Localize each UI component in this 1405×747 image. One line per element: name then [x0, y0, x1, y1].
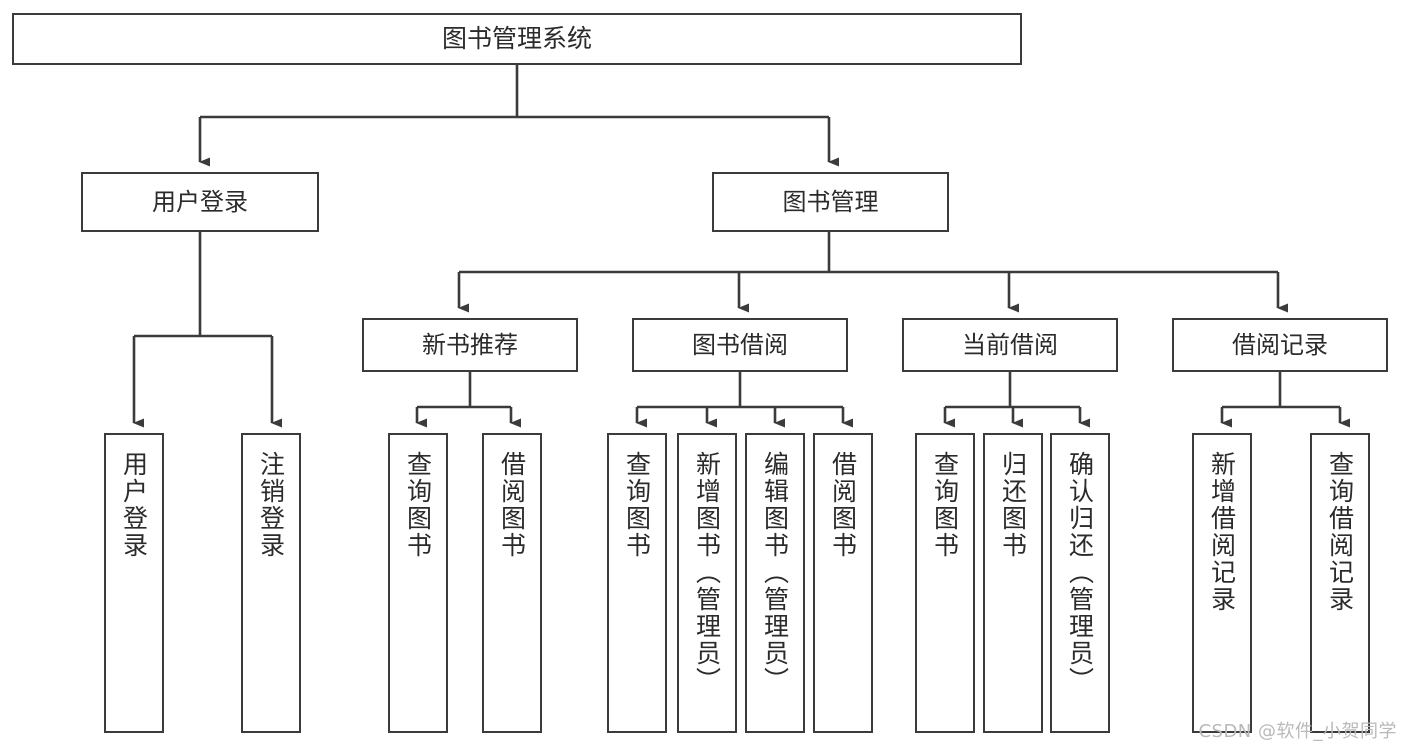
node-label: 归还图书 — [998, 451, 1028, 559]
node-leaf-edit-book[interactable]: 编辑图书（管理员） — [745, 433, 805, 733]
node-label: 新增图书（管理员） — [692, 451, 722, 694]
node-label: 当前借阅 — [962, 330, 1058, 359]
node-leaf-user-login[interactable]: 用户登录 — [104, 433, 164, 733]
node-leaf-query-book-1[interactable]: 查询图书 — [388, 433, 448, 733]
node-leaf-logout-login[interactable]: 注销登录 — [241, 433, 301, 733]
node-label: 用户登录 — [119, 451, 149, 559]
node-label: 借阅记录 — [1232, 330, 1328, 359]
node-label: 用户登录 — [152, 187, 248, 216]
node-label: 注销登录 — [256, 451, 286, 559]
node-label: 图书管理系统 — [441, 24, 592, 54]
node-label: 查询图书 — [622, 451, 652, 559]
node-label: 图书管理 — [782, 187, 879, 216]
node-leaf-query-book-2[interactable]: 查询图书 — [607, 433, 667, 733]
node-label: 编辑图书（管理员） — [760, 451, 790, 694]
node-label: 查询图书 — [403, 451, 433, 559]
node-leaf-add-record[interactable]: 新增借阅记录 — [1192, 433, 1252, 733]
node-label: 借阅图书 — [497, 451, 527, 559]
node-root-system[interactable]: 图书管理系统 — [12, 13, 1022, 65]
node-label: 新增借阅记录 — [1207, 451, 1237, 613]
node-label: 借阅图书 — [828, 451, 858, 559]
node-leaf-return-book[interactable]: 归还图书 — [983, 433, 1043, 733]
node-borrow-record[interactable]: 借阅记录 — [1172, 318, 1388, 372]
node-label: 新书推荐 — [422, 330, 518, 359]
node-leaf-add-book[interactable]: 新增图书（管理员） — [677, 433, 737, 733]
node-leaf-borrow-book-2[interactable]: 借阅图书 — [813, 433, 873, 733]
node-current-borrow[interactable]: 当前借阅 — [902, 318, 1118, 372]
node-leaf-query-book-3[interactable]: 查询图书 — [915, 433, 975, 733]
node-user-login[interactable]: 用户登录 — [81, 172, 319, 232]
node-book-borrow[interactable]: 图书借阅 — [632, 318, 848, 372]
node-leaf-confirm-return[interactable]: 确认归还（管理员） — [1050, 433, 1110, 733]
node-book-manage[interactable]: 图书管理 — [712, 172, 949, 232]
node-label: 查询借阅记录 — [1325, 451, 1355, 613]
node-leaf-borrow-book-1[interactable]: 借阅图书 — [482, 433, 542, 733]
node-leaf-query-record[interactable]: 查询借阅记录 — [1310, 433, 1370, 733]
node-new-book-recommend[interactable]: 新书推荐 — [362, 318, 578, 372]
node-label: 查询图书 — [930, 451, 960, 559]
node-label: 图书借阅 — [692, 330, 788, 359]
node-label: 确认归还（管理员） — [1065, 451, 1095, 694]
